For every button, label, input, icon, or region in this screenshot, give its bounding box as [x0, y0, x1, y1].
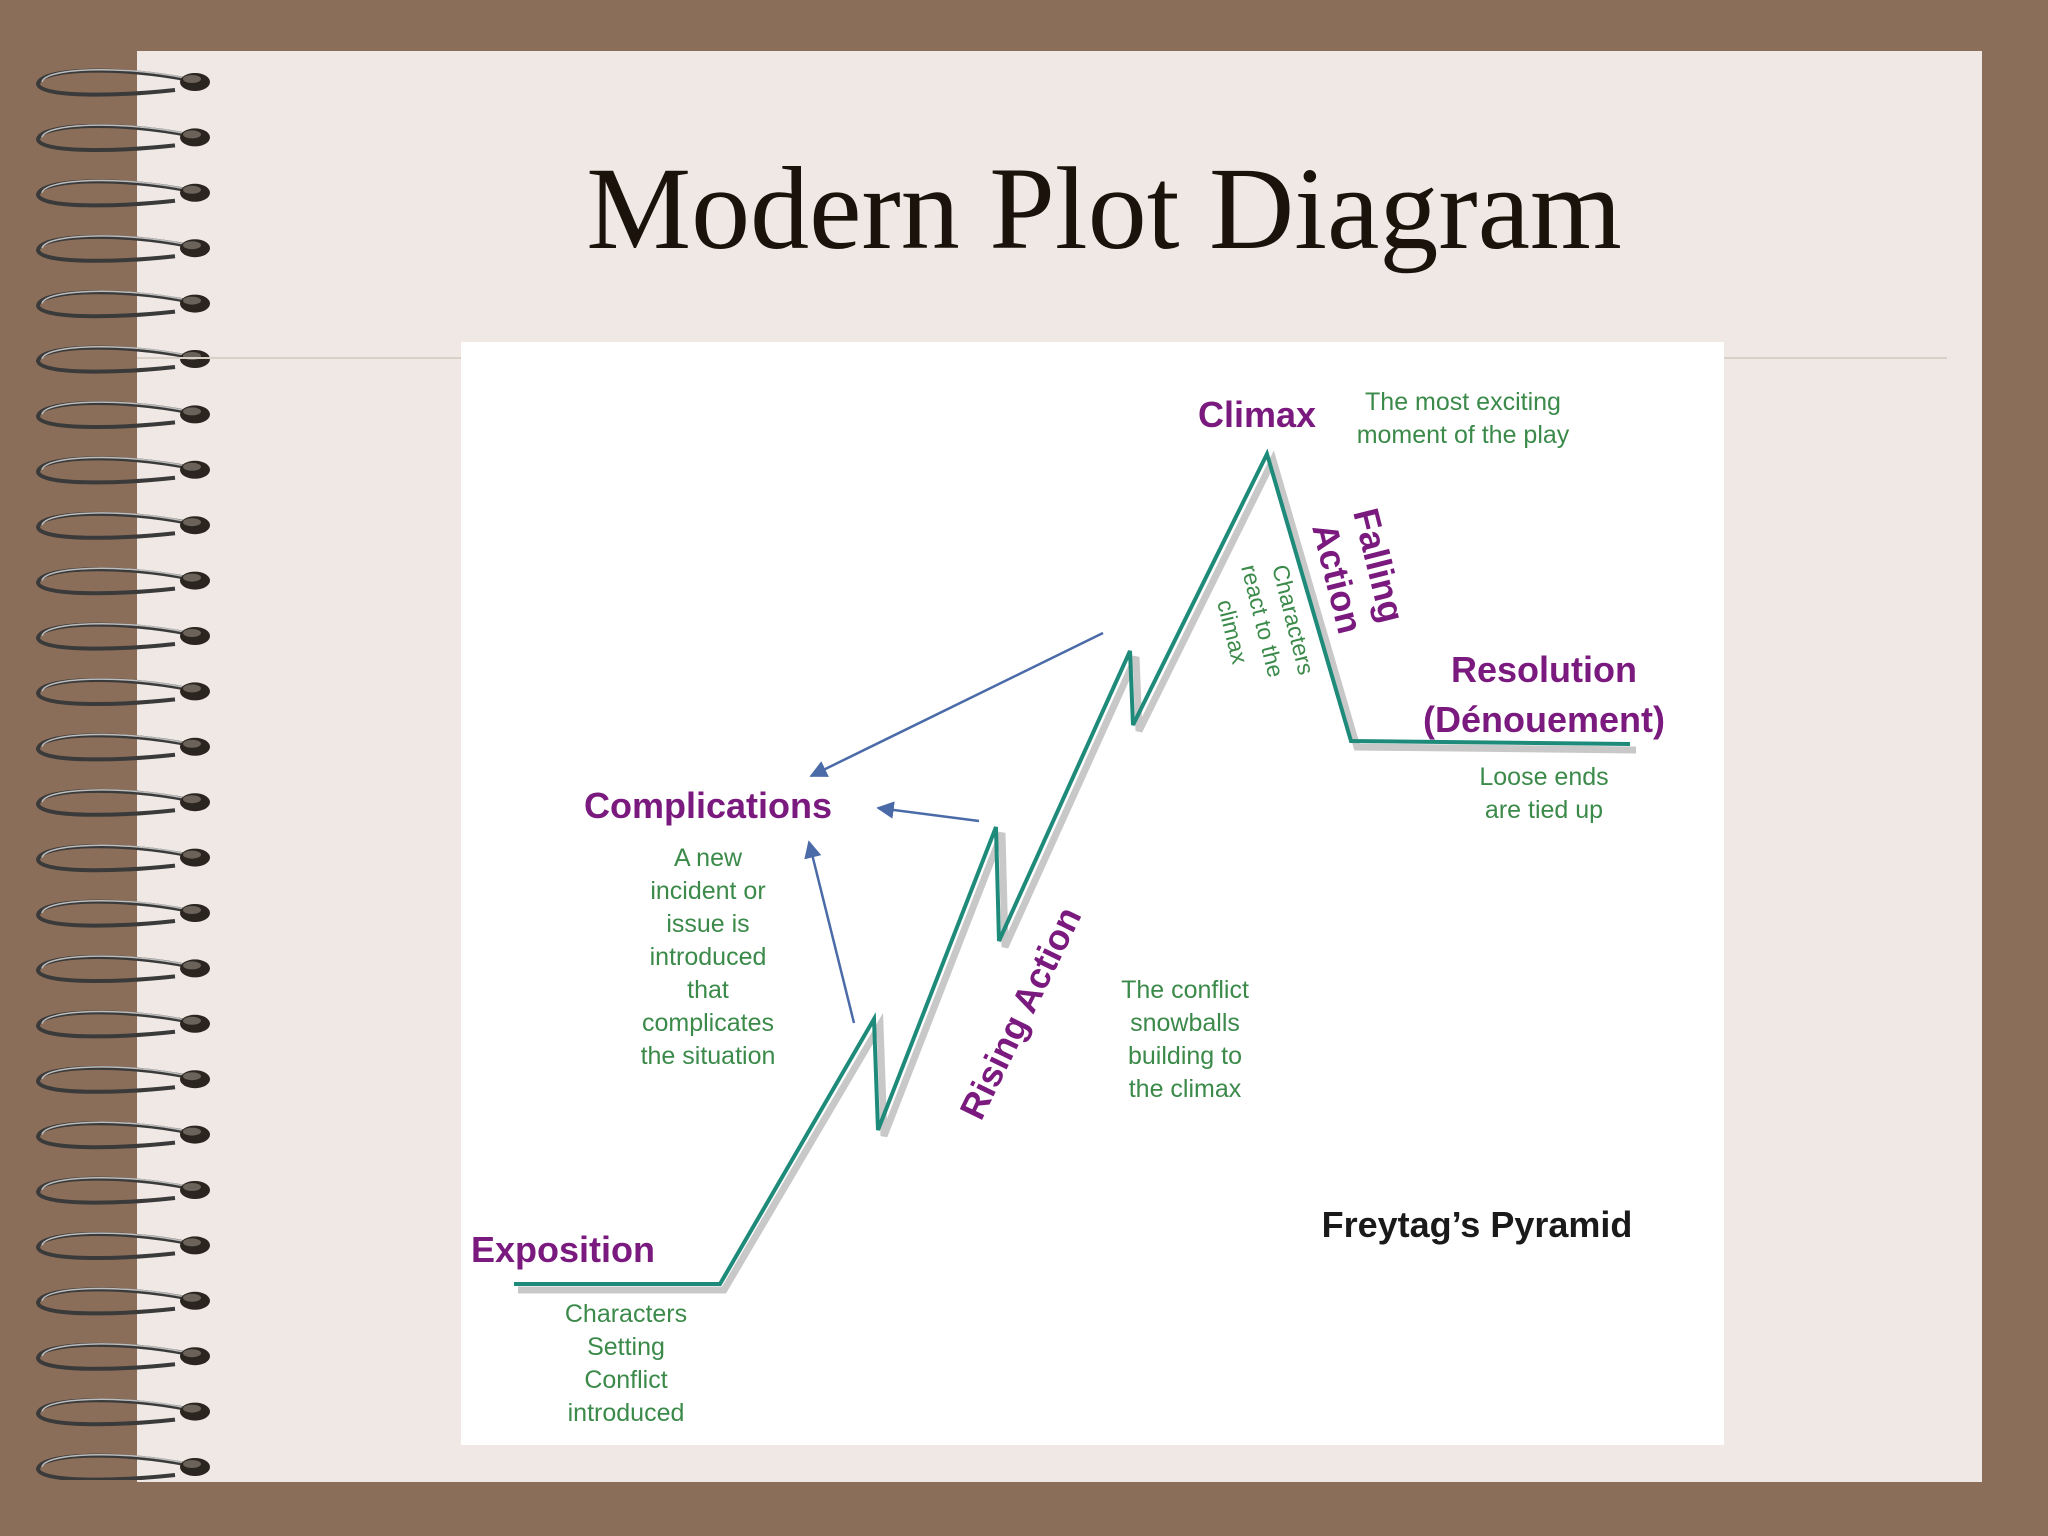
spiral-ring	[35, 1342, 210, 1371]
complications-description-line: A new	[674, 844, 743, 872]
plot-line-shadow	[518, 450, 1637, 1294]
spiral-ring	[35, 1232, 210, 1260]
spiral-ring	[35, 1287, 210, 1316]
climax-description: The most exciting moment of the play	[1357, 388, 1570, 449]
spiral-ring	[35, 401, 210, 429]
spiral-ring	[35, 844, 210, 873]
complications-description-line: that	[687, 976, 729, 1004]
spiral-ring	[35, 678, 210, 706]
rising-action-description: The conflict snowballs building to the c…	[1121, 976, 1249, 1103]
spiral-ring	[35, 1398, 210, 1427]
spiral-binding	[35, 68, 210, 1480]
spiral-ring	[35, 567, 210, 596]
exposition-description-line: introduced	[568, 1399, 685, 1427]
diagram-caption: Freytag’s Pyramid	[1322, 1204, 1633, 1245]
climax-description-line: moment of the play	[1357, 421, 1570, 449]
spiral-ring	[35, 124, 210, 152]
resolution-label-line: Resolution	[1451, 649, 1637, 690]
resolution-label: Resolution (Dénouement)	[1423, 649, 1665, 740]
slide-title: Modern Plot Diagram	[586, 143, 1622, 274]
spiral-ring	[35, 456, 210, 485]
complications-description-line: introduced	[650, 943, 767, 971]
rising-action-description-line: snowballs	[1130, 1009, 1240, 1037]
spiral-ring	[35, 511, 210, 540]
plot-diagram-canvas: Exposition Characters Setting Conflict i…	[471, 388, 1665, 1427]
spiral-ring	[35, 622, 210, 651]
climax-description-line: The most exciting	[1365, 388, 1561, 416]
climax-label: Climax	[1198, 394, 1316, 435]
complications-description-line: complicates	[642, 1009, 774, 1037]
spiral-ring	[35, 68, 210, 97]
arrow-to-complications-from-peak3	[809, 631, 1104, 778]
arrow-to-complications-from-peak2	[876, 801, 980, 823]
arrow-to-complications-from-peak1	[804, 840, 856, 1024]
spiral-ring	[35, 179, 210, 208]
spiral-ring	[35, 1453, 210, 1480]
spiral-ring	[35, 345, 210, 374]
resolution-label-line: (Dénouement)	[1423, 699, 1665, 740]
resolution-description: Loose ends are tied up	[1479, 763, 1608, 824]
spiral-ring	[35, 1176, 210, 1205]
spiral-ring	[35, 733, 210, 762]
spiral-ring	[35, 788, 210, 817]
spiral-ring	[35, 1065, 210, 1094]
resolution-description-line: Loose ends	[1479, 763, 1608, 791]
complications-description: A new incident or issue is introduced th…	[641, 844, 776, 1070]
rising-action-description-line: the climax	[1129, 1075, 1242, 1103]
exposition-label: Exposition	[471, 1229, 655, 1270]
spiral-ring	[35, 955, 210, 983]
plot-line	[514, 448, 1631, 1286]
exposition-description-line: Conflict	[584, 1366, 667, 1394]
plot-diagram: Exposition Characters Setting Conflict i…	[461, 342, 1724, 1445]
exposition-description: Characters Setting Conflict introduced	[565, 1300, 687, 1427]
spiral-ring	[35, 290, 210, 319]
exposition-description-line: Characters	[565, 1300, 687, 1328]
exposition-description-line: Setting	[587, 1333, 665, 1361]
complications-description-line: the situation	[641, 1042, 776, 1070]
rising-action-label: Rising Action	[951, 900, 1089, 1125]
rising-action-description-line: The conflict	[1121, 976, 1249, 1004]
complications-label: Complications	[584, 785, 832, 826]
rising-action-description-line: building to	[1128, 1042, 1242, 1070]
spiral-ring	[35, 1010, 210, 1039]
complications-description-line: issue is	[666, 910, 749, 938]
resolution-description-line: are tied up	[1485, 796, 1603, 824]
spiral-ring	[35, 1121, 210, 1150]
complications-description-line: incident or	[650, 877, 765, 905]
spiral-ring	[35, 899, 210, 928]
spiral-ring	[35, 234, 210, 263]
